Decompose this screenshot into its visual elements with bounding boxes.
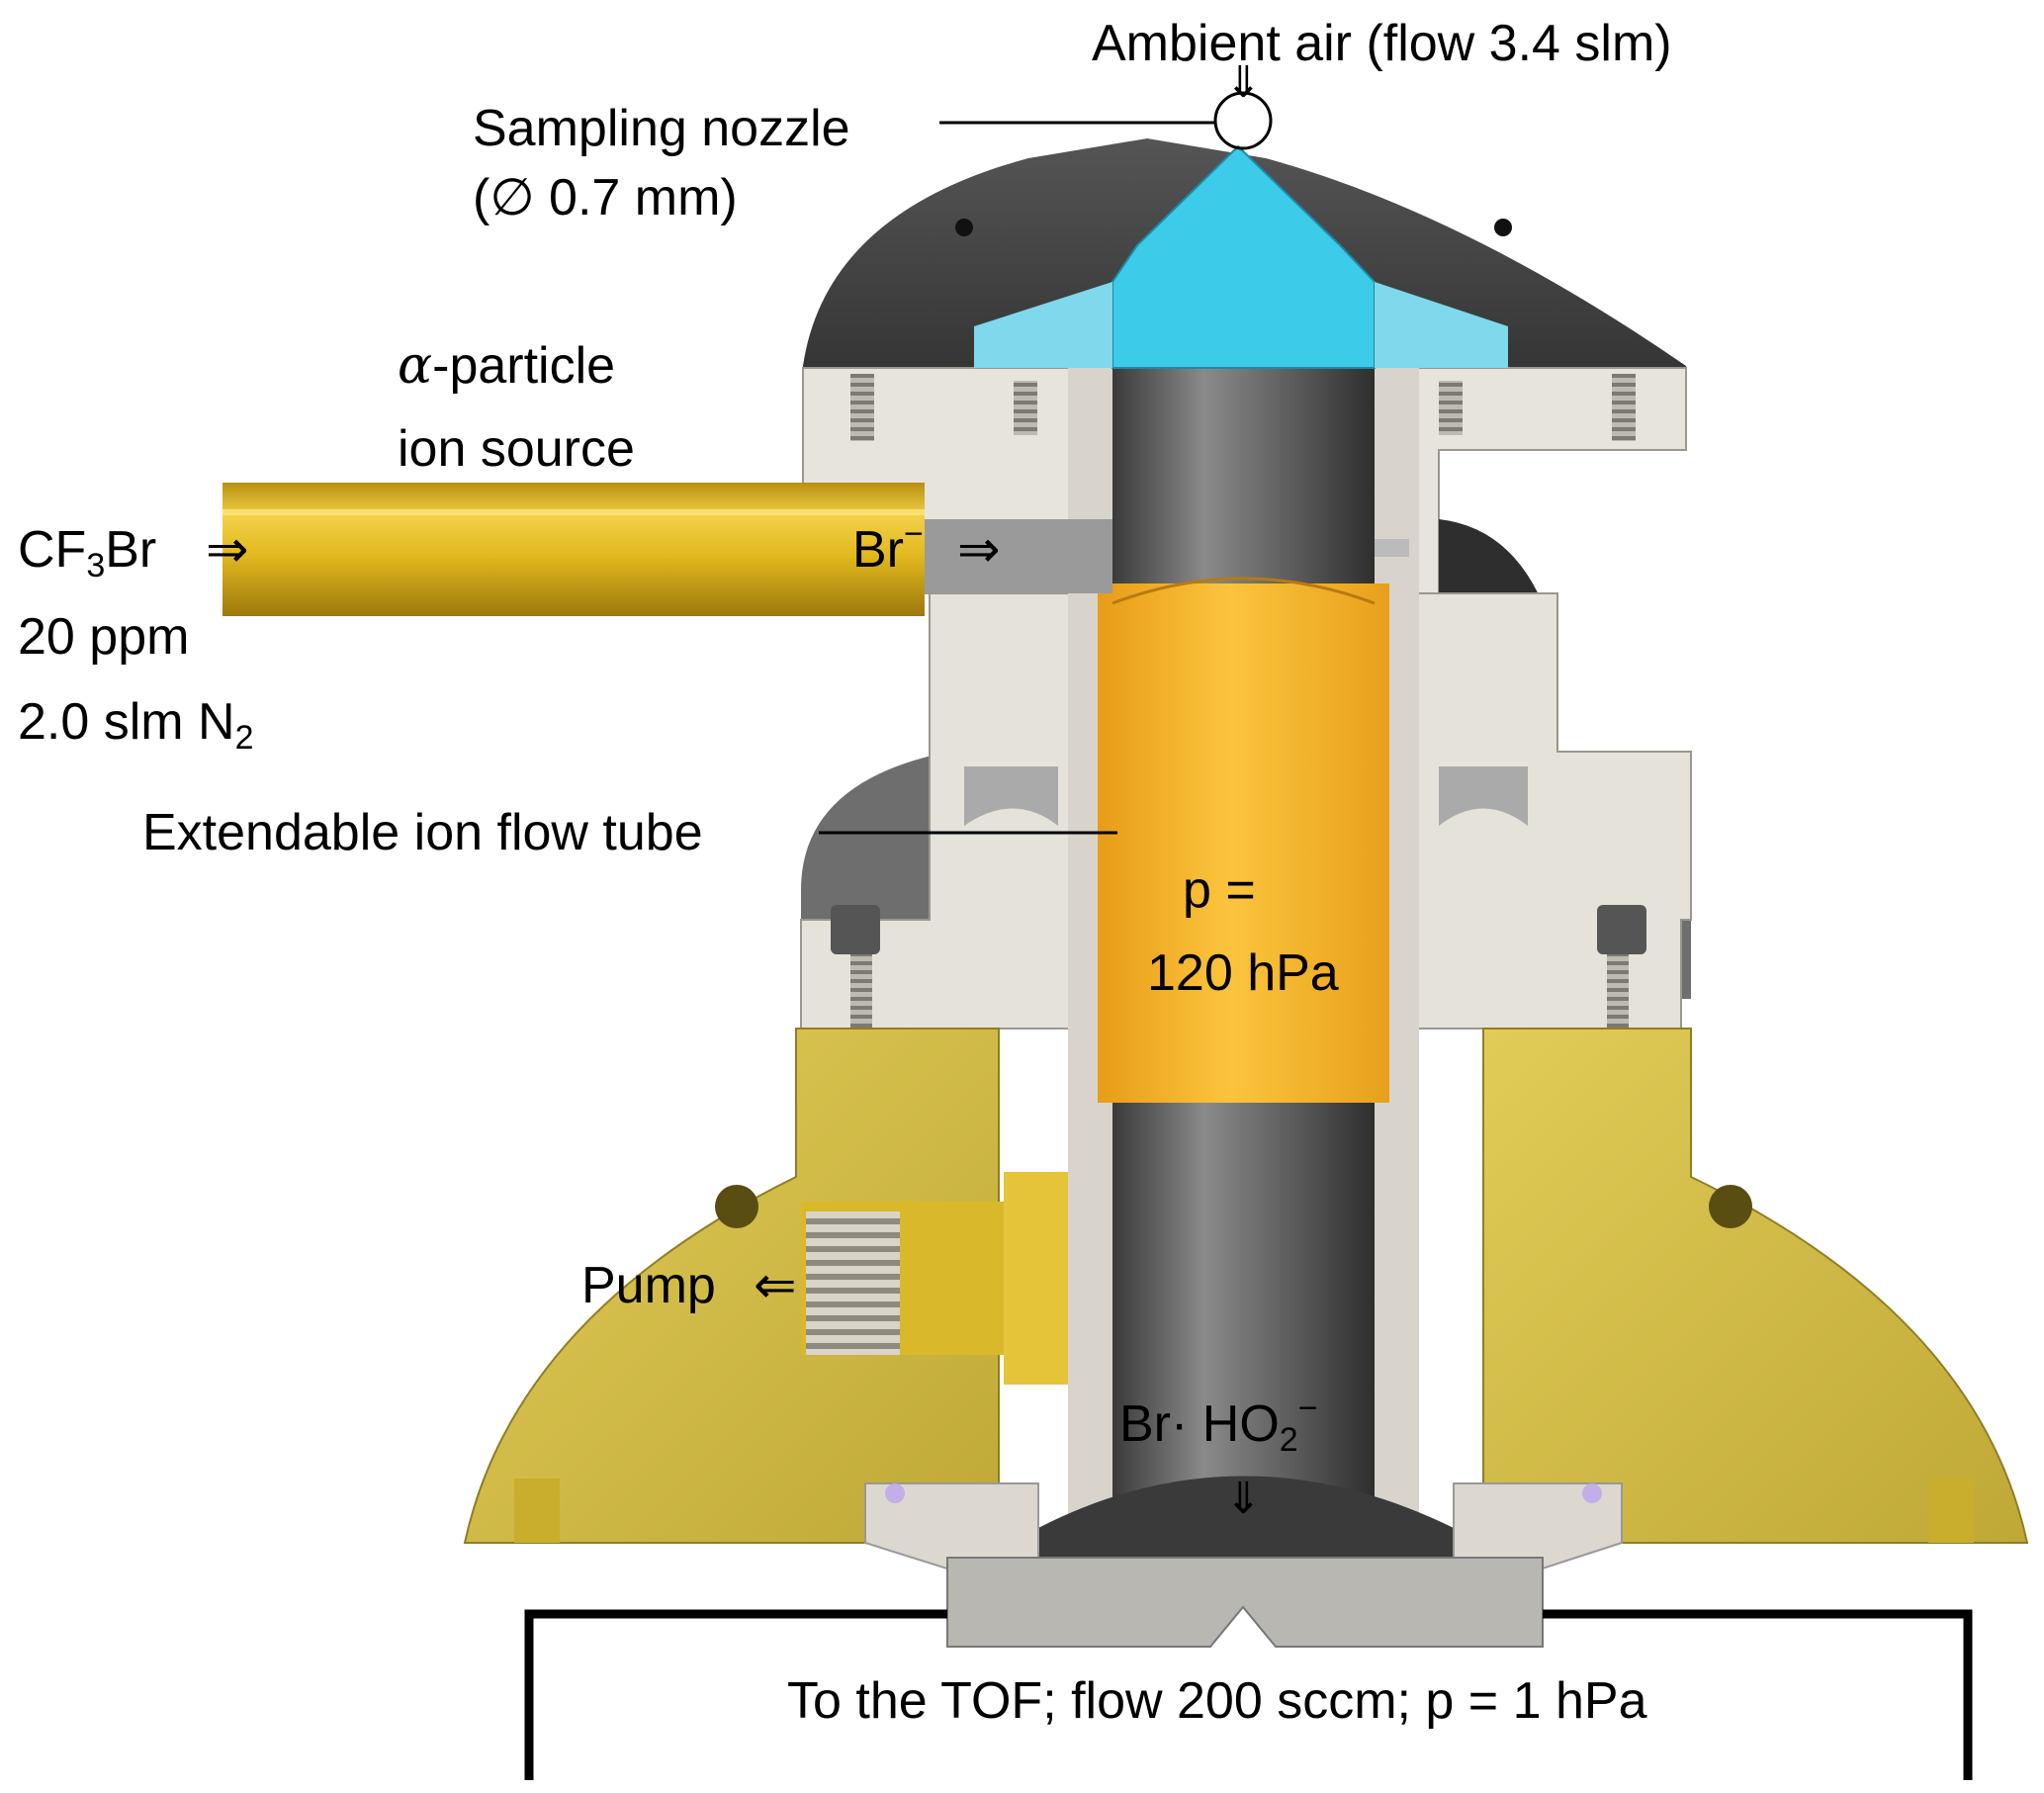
product-prefix: Br· HO [1119, 1395, 1280, 1453]
tof-label: To the TOF; flow 200 sccm; p = 1 hPa [787, 1672, 1647, 1730]
extendable-flow-tube [1098, 583, 1389, 1103]
o-ring-right [1582, 1483, 1602, 1503]
base-hole-right [1709, 1185, 1752, 1228]
n2-subscript: 2 [234, 719, 254, 757]
sampling-nozzle-cone [1111, 144, 1376, 369]
lower-base-left [463, 1028, 1000, 1544]
pump-arrow: ⇐ [754, 1256, 797, 1315]
br-ion-arrow: ⇒ [957, 520, 1001, 580]
sampling-nozzle-label: Sampling nozzle [473, 100, 850, 157]
side-port-right [1439, 766, 1528, 826]
br-ion-charge: − [904, 515, 924, 553]
br-ion-text: Br [852, 521, 904, 579]
flange-hole-right [1494, 219, 1512, 236]
product-subscript: 2 [1279, 1421, 1298, 1459]
tof-chamber-outline [524, 1609, 1973, 1780]
upper-thread-center-left [1014, 381, 1037, 435]
pressure-label-line2: 120 hPa [1147, 944, 1339, 1002]
ambient-air-arrow: ⇓ [1225, 57, 1262, 108]
side-port-left [964, 766, 1058, 826]
base-foot-left [514, 1479, 560, 1543]
upper-thread-left [850, 374, 874, 441]
pressure-label-line1: p = [1183, 861, 1256, 919]
ion-source-label: ion source [398, 420, 635, 478]
product-ion-label: Br· HO2− [1119, 1391, 1318, 1457]
ambient-air-label: Ambient air (flow 3.4 slm) [1092, 15, 1672, 72]
ion-source-nozzle [925, 519, 1112, 593]
cf3br-label: CF3Br [18, 521, 157, 583]
product-charge: − [1297, 1390, 1318, 1427]
ion-source-tube [222, 483, 925, 616]
alpha-particle-label: α-particle [398, 340, 615, 392]
nozzle-diameter-label: (∅ 0.7 mm) [473, 169, 738, 226]
base-hole-left [715, 1185, 758, 1228]
upper-thread-center-right [1439, 381, 1463, 435]
tof-exit-block [946, 1557, 1544, 1648]
lower-base-right [1482, 1028, 2029, 1544]
alpha-symbol: α [398, 336, 433, 396]
flow-tube-label: Extendable ion flow tube [142, 804, 703, 861]
cf3br-arrow: ⇒ [206, 520, 249, 580]
o-ring-left [885, 1483, 905, 1503]
cf3br-prefix: CF [18, 521, 87, 579]
pump-label: Pump [581, 1257, 716, 1314]
bolt-left [831, 905, 880, 954]
cf3br-subscript: 3 [86, 547, 106, 584]
alpha-particle-text: -particle [432, 337, 616, 395]
cf3br-suffix: Br [105, 521, 157, 579]
n2-flow-label: 2.0 slm N2 [18, 693, 254, 755]
right-pin [1375, 539, 1409, 557]
product-arrow: ⇓ [1225, 1474, 1262, 1524]
pump-bellows [806, 1211, 900, 1355]
flange-hole-left [955, 219, 973, 236]
br-ion-label: Br− [852, 517, 924, 579]
n2-flow-prefix: 2.0 slm N [18, 693, 235, 751]
bolt-right [1597, 905, 1646, 954]
sampling-nozzle-skirt [974, 282, 1508, 368]
upper-thread-right [1612, 374, 1636, 441]
concentration-label: 20 ppm [18, 608, 190, 666]
nozzle-inlet-circle [1213, 91, 1273, 150]
flow-tube-top-edge [1111, 577, 1376, 605]
base-foot-right [1928, 1479, 1974, 1543]
